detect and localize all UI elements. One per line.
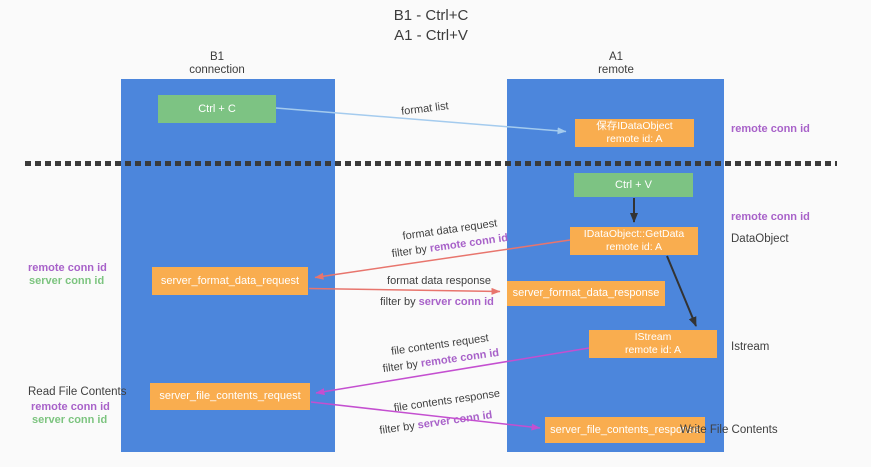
istream-line2: remote id: A <box>624 344 682 356</box>
node-server-format-data-response: server_format_data_response <box>507 281 665 306</box>
server-file-contents-request-label: server_file_contents_request <box>159 390 301 402</box>
ctrl-c-label: Ctrl + C <box>198 102 236 115</box>
lane-header-a1: A1 remote <box>516 51 716 77</box>
store-idataobject-line2: remote id: A <box>606 133 663 145</box>
lane-a1-title: A1 <box>608 51 624 63</box>
side-data-object: DataObject <box>731 233 789 245</box>
title-line-2: A1 - Ctrl+V <box>394 27 468 44</box>
node-server-file-contents-request: server_file_contents_request <box>150 383 310 410</box>
server-format-data-response-label: server_format_data_response <box>512 287 660 299</box>
store-idataobject-line1: 保存IDataObject <box>596 120 673 132</box>
server-format-data-request-label: server_format_data_request <box>160 274 300 287</box>
side-server-conn-id-left-2: server conn id <box>32 414 108 426</box>
filter-by-text-1: filter by <box>390 243 428 261</box>
arrow-format-data-response <box>308 287 501 295</box>
label-format-data-response: format data response <box>387 275 491 287</box>
getdata-line2: remote id: A <box>605 241 663 253</box>
node-ctrl-v: Ctrl + V <box>574 173 693 197</box>
lane-header-b1: B1 connection <box>117 51 317 77</box>
side-server-conn-id-left-1: server conn id <box>29 275 105 287</box>
filter-by-text-2: filter by <box>380 296 416 308</box>
side-remote-conn-id-left-1: remote conn id <box>28 262 107 274</box>
ctrl-v-label: Ctrl + V <box>615 178 652 191</box>
label-filter-server-1: filter by server conn id <box>372 296 502 309</box>
lane-b1-title: B1 <box>209 51 225 63</box>
filter-by-text-3: filter by <box>381 358 419 376</box>
node-ctrl-c: Ctrl + C <box>158 95 276 123</box>
side-write-file-contents: Write File Contents <box>680 424 778 436</box>
server-conn-id-text-1: server conn id <box>418 296 494 308</box>
filter-by-text-4: filter by <box>378 420 416 437</box>
diagram-title: B1 - Ctrl+C A1 - Ctrl+V <box>0 6 862 46</box>
title-line-1: B1 - Ctrl+C <box>393 7 469 24</box>
side-istream: Istream <box>731 341 770 353</box>
server-file-contents-response-label: server_file_contents_response <box>550 423 700 436</box>
label-format-list: format list <box>400 100 450 118</box>
lane-b1-subtitle: connection <box>189 64 245 76</box>
node-istream: IStream remote id: A <box>589 330 717 358</box>
server-conn-id-text-2: server conn id <box>416 409 494 432</box>
side-remote-conn-id-right-2: remote conn id <box>731 211 810 223</box>
node-server-format-data-request: server_format_data_request <box>152 267 308 295</box>
node-store-idataobject: 保存IDataObject remote id: A <box>575 119 694 147</box>
node-idataobject-getdata: IDataObject::GetData remote id: A <box>570 227 698 255</box>
side-read-file-contents: Read File Contents <box>28 386 127 398</box>
lane-a1-subtitle: remote <box>598 64 634 76</box>
side-remote-conn-id-right-1: remote conn id <box>731 123 810 135</box>
istream-line1: IStream <box>634 331 672 343</box>
getdata-line1: IDataObject::GetData <box>583 228 685 240</box>
node-server-file-contents-response: server_file_contents_response <box>545 417 705 443</box>
side-remote-conn-id-left-2: remote conn id <box>31 401 110 413</box>
